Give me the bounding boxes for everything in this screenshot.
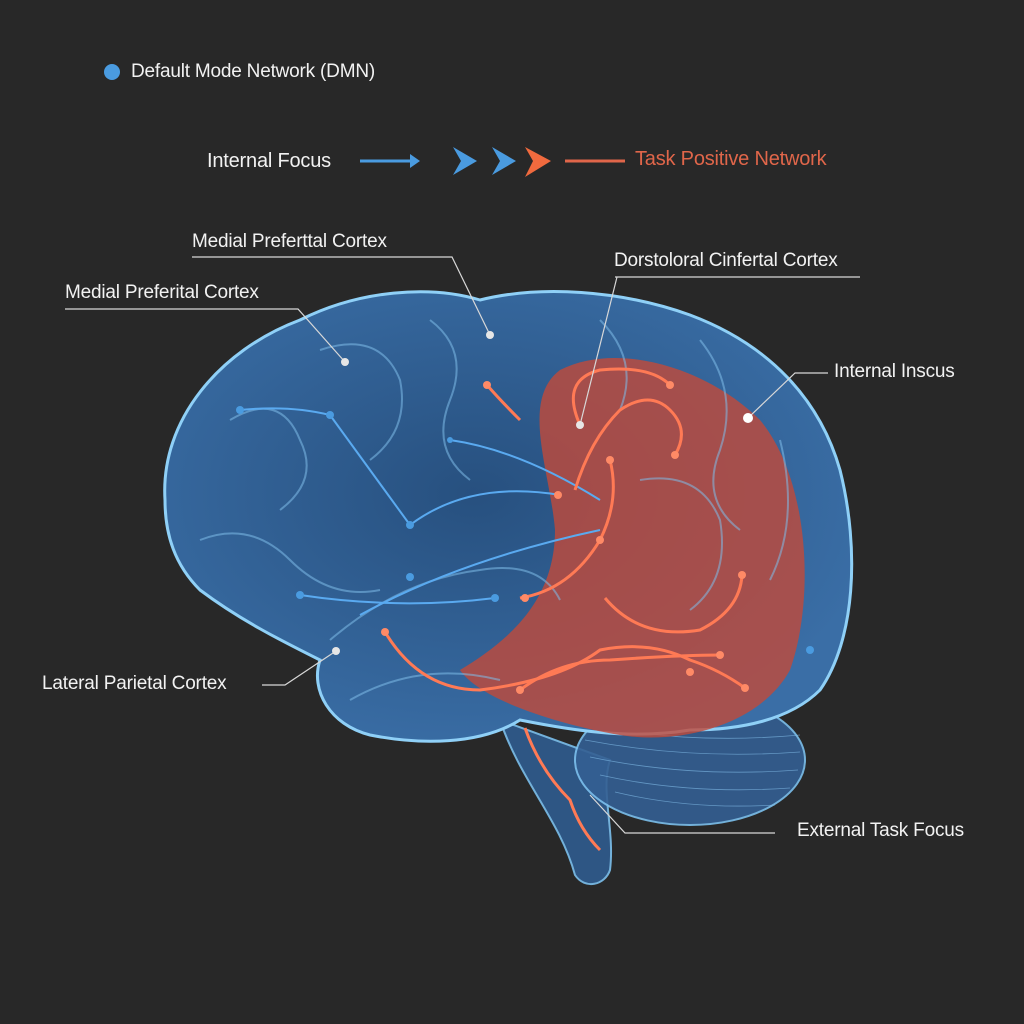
label-medial-prefrontal-left: Medial Preferital Cortex: [65, 282, 259, 303]
task-nodes: [381, 381, 749, 694]
task-pathways: [383, 367, 746, 852]
internal-focus-label: Internal Focus: [207, 150, 331, 172]
task-positive-network-label: Task Positive Network: [635, 148, 827, 170]
label-internal-inscus: Internal Inscus: [834, 361, 955, 382]
chevron-icon: [453, 147, 477, 175]
label-external-task-focus: External Task Focus: [797, 820, 964, 841]
dmn-pathways: [239, 407, 601, 616]
dmn-legend-dot: [104, 64, 120, 80]
leader-lines: [65, 256, 860, 834]
chevron-icon: [492, 147, 516, 175]
chevron-icon: [525, 147, 551, 177]
dmn-legend-label: Default Mode Network (DMN): [131, 61, 375, 82]
label-anchor-dots: [332, 331, 753, 655]
label-lateral-parietal: Lateral Parietal Cortex: [42, 673, 227, 694]
label-medial-prefrontal-top: Medial Preferttal Cortex: [192, 231, 387, 252]
label-dorsolateral: Dorstoloral Cinfertal Cortex: [614, 250, 838, 271]
dmn-nodes: [236, 406, 814, 654]
gyri: [199, 319, 789, 701]
flow-arrows: [360, 147, 625, 177]
